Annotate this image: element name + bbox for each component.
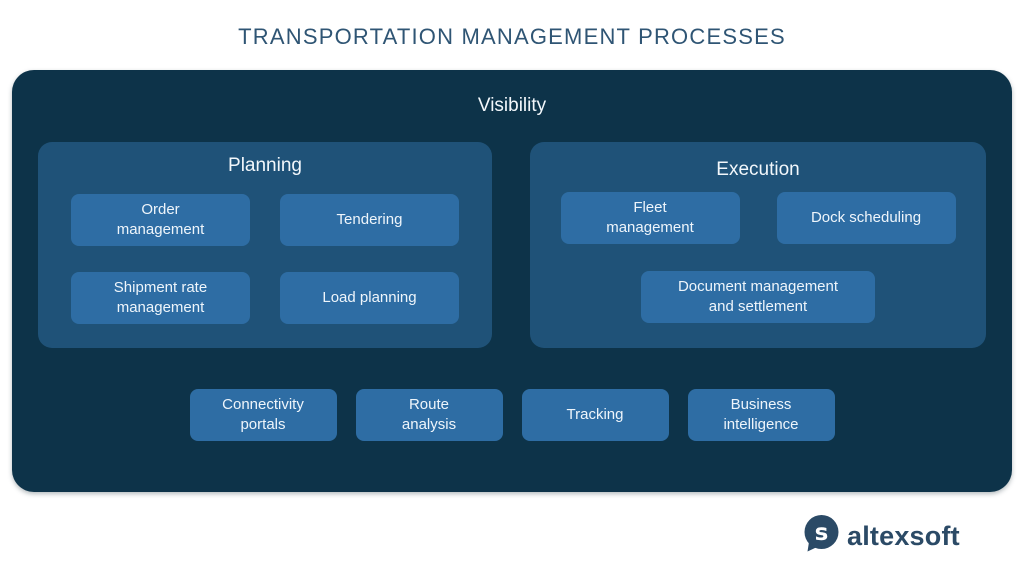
shared-process-row: Connectivity portals Route analysis Trac… bbox=[12, 389, 1012, 441]
node-tracking: Tracking bbox=[521, 389, 669, 441]
svg-text:s: s bbox=[815, 520, 829, 546]
visibility-label: Visibility bbox=[477, 95, 547, 116]
planning-row-2: Shipment rate management Load planning bbox=[38, 272, 492, 324]
node-route-analysis: Route analysis bbox=[355, 389, 503, 441]
node-order-management: Order management bbox=[71, 194, 250, 246]
node-tendering: Tendering bbox=[280, 194, 459, 246]
execution-row-1: Fleet management Dock scheduling bbox=[530, 192, 986, 244]
node-document-management-and-settlement: Document management and settlement bbox=[641, 271, 875, 323]
node-dock-scheduling: Dock scheduling bbox=[776, 192, 956, 244]
node-fleet-management: Fleet management bbox=[560, 192, 740, 244]
altexsoft-logo: s altexsoft bbox=[803, 514, 960, 559]
node-business-intelligence: Business intelligence bbox=[687, 389, 835, 441]
node-shipment-rate-management: Shipment rate management bbox=[71, 272, 250, 324]
visibility-group: Visibility Planning Order management Ten… bbox=[12, 70, 1012, 492]
execution-title: Execution bbox=[716, 159, 800, 180]
altexsoft-logo-text: altexsoft bbox=[847, 521, 960, 551]
execution-row-2: Document management and settlement bbox=[530, 271, 986, 323]
node-connectivity-portals: Connectivity portals bbox=[189, 389, 337, 441]
execution-panel: Execution Fleet management Dock scheduli… bbox=[530, 142, 986, 348]
page-title: TRANSPORTATION MANAGEMENT PROCESSES bbox=[238, 24, 786, 49]
planning-row-1: Order management Tendering bbox=[38, 194, 492, 246]
altexsoft-logo-icon: s bbox=[803, 514, 840, 559]
node-load-planning: Load planning bbox=[280, 272, 459, 324]
planning-panel: Planning Order management Tendering Ship… bbox=[38, 142, 492, 348]
planning-title: Planning bbox=[228, 155, 302, 176]
